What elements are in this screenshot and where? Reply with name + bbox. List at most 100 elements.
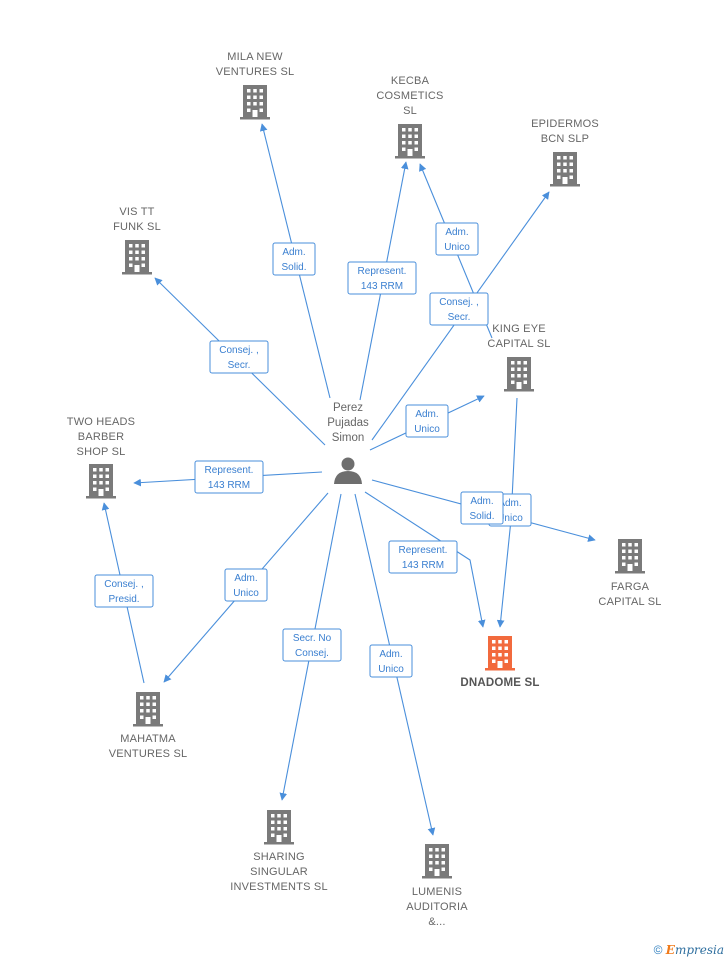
relation-label-r-kecba[interactable]: Represent. 143 RRM (347, 261, 417, 295)
relation-label-r-lumenis[interactable]: Adm.Unico (369, 644, 413, 678)
building-icon[interactable] (550, 152, 580, 187)
building-icon[interactable] (122, 240, 152, 275)
company-node-kingeye[interactable]: KING EYE CAPITAL SL (487, 323, 550, 392)
relation-label-box[interactable] (405, 404, 449, 438)
relation-label-text: Represent. (205, 465, 254, 476)
relation-label-box[interactable] (272, 242, 316, 276)
company-name-line[interactable]: CAPITAL SL (598, 596, 661, 608)
company-name-line[interactable]: INVESTMENTS SL (230, 881, 328, 893)
relation-label-r-mila[interactable]: Adm. Solid. (272, 242, 316, 276)
nodes-layer: MILA NEW VENTURES SL KECBA COSMETICS SL EPIDE… (67, 51, 662, 928)
relation-label-box[interactable] (94, 574, 154, 608)
company-name-line[interactable]: SHOP SL (77, 446, 126, 458)
building-icon[interactable] (422, 844, 452, 879)
relation-label-text: Solid. (281, 262, 306, 273)
company-name-line[interactable]: VIS TT (119, 206, 154, 218)
relation-label-box[interactable] (224, 568, 268, 602)
company-name-line[interactable]: SINGULAR (250, 866, 308, 878)
relation-label-text: Adm. (498, 498, 521, 509)
relation-label-r-kingeye-kecba[interactable]: Adm.Unico (435, 222, 479, 256)
relation-label-text: Adm. (415, 409, 438, 420)
company-node-farga[interactable]: FARGA CAPITAL SL (598, 539, 661, 608)
relation-label-r-mahatma[interactable]: Adm. Unico (224, 568, 268, 602)
relation-label-box[interactable] (282, 628, 342, 662)
relation-label-text: Adm. (282, 247, 305, 258)
company-node-epidermos[interactable]: EPIDERMOS BCN SLP (531, 118, 599, 187)
relation-label-text: Adm. (470, 496, 493, 507)
person-icon[interactable] (341, 457, 355, 471)
building-icon[interactable] (395, 124, 425, 159)
person-icon-body[interactable] (334, 471, 362, 484)
building-icon[interactable] (133, 692, 163, 727)
relation-label-text: Secr. No (293, 633, 332, 644)
company-name-line[interactable]: FUNK SL (113, 221, 161, 233)
company-name-line[interactable]: VENTURES SL (216, 66, 295, 78)
company-node-mila[interactable]: MILA NEW VENTURES SL (216, 51, 295, 120)
company-node-dnadome[interactable]: DNADOME SL (460, 636, 539, 689)
relation-label-r-dnadome[interactable]: Represent.143 RRM (388, 540, 458, 574)
company-node-mahatma[interactable]: MAHATMA VENTURES SL (109, 692, 188, 760)
relation-label-text: Adm. (234, 573, 257, 584)
company-name-line[interactable]: COSMETICS (376, 90, 443, 102)
relation-label-r-twoheads[interactable]: Represent.143 RRM (194, 460, 264, 494)
building-icon[interactable] (504, 357, 534, 392)
company-name-line[interactable]: KING EYE (492, 323, 546, 335)
company-node-kecba[interactable]: KECBA COSMETICS SL (376, 75, 443, 159)
company-name-line[interactable]: AUDITORIA (406, 901, 468, 913)
company-node-vistt[interactable]: VIS TT FUNK SL (113, 206, 161, 275)
relation-label-box[interactable] (429, 292, 489, 326)
empresia-watermark[interactable]: © Empresia (654, 943, 724, 957)
relation-label-text: Solid. (469, 511, 494, 522)
building-icon[interactable] (615, 539, 645, 574)
relation-label-text: Unico (233, 588, 259, 599)
relation-label-box[interactable] (347, 261, 417, 295)
company-name-line[interactable]: LUMENIS (412, 886, 462, 898)
building-icon[interactable] (485, 636, 515, 671)
company-node-lumenis[interactable]: LUMENIS AUDITORIA &... (406, 844, 468, 928)
brand-name: mpresia (674, 943, 724, 957)
relation-label-text: 143 RRM (361, 281, 403, 292)
company-name-line[interactable]: &... (428, 916, 445, 928)
relation-label-r-kingeye[interactable]: Adm. Unico (405, 404, 449, 438)
company-node-sharing[interactable]: SHARING SINGULAR INVESTMENTS SL (230, 810, 328, 893)
brand-initial: E (665, 943, 675, 957)
relation-label-text: 143 RRM (402, 560, 444, 571)
company-name-line[interactable]: BARBER (78, 431, 124, 443)
company-name-line[interactable]: SHARING (253, 851, 305, 863)
relation-label-r-vistt[interactable]: Consej. ,Secr. (209, 340, 269, 374)
relation-label-text: Consej. , (439, 297, 478, 308)
company-name-line[interactable]: SL (403, 105, 417, 117)
company-name-line[interactable]: EPIDERMOS (531, 118, 599, 130)
building-icon[interactable] (86, 464, 116, 499)
relation-label-box[interactable] (460, 491, 504, 525)
company-name-line[interactable]: VENTURES SL (109, 748, 188, 760)
person-name-line[interactable]: Perez (333, 402, 363, 414)
person-name-line[interactable]: Pujadas (327, 417, 369, 429)
building-icon[interactable] (264, 810, 294, 845)
company-name-line[interactable]: CAPITAL SL (487, 338, 550, 350)
relation-label-text: Unico (414, 424, 440, 435)
company-name-line[interactable]: DNADOME SL (460, 677, 539, 689)
relation-label-r-farga[interactable]: Adm. Solid. (460, 491, 504, 525)
relation-label-box[interactable] (388, 540, 458, 574)
relation-label-box[interactable] (369, 644, 413, 678)
relation-label-box[interactable] (194, 460, 264, 494)
company-node-twoheads[interactable]: TWO HEADS BARBER SHOP SL (67, 416, 135, 499)
relation-label-text: Unico (378, 664, 404, 675)
relation-label-box[interactable] (209, 340, 269, 374)
relation-label-text: Represent. (358, 266, 407, 277)
company-name-line[interactable]: BCN SLP (541, 133, 589, 145)
company-name-line[interactable]: MILA NEW (227, 51, 283, 63)
relation-label-r-mahatma-twoheads[interactable]: Consej. ,Presid. (94, 574, 154, 608)
relation-label-box[interactable] (435, 222, 479, 256)
company-name-line[interactable]: MAHATMA (120, 733, 176, 745)
building-icon[interactable] (240, 85, 270, 120)
company-name-line[interactable]: KECBA (391, 75, 430, 87)
company-name-line[interactable]: TWO HEADS (67, 416, 135, 428)
company-name-line[interactable]: FARGA (611, 581, 650, 593)
person-name-line[interactable]: Simon (332, 432, 365, 444)
relation-label-r-epidermos[interactable]: Consej. ,Secr. (429, 292, 489, 326)
